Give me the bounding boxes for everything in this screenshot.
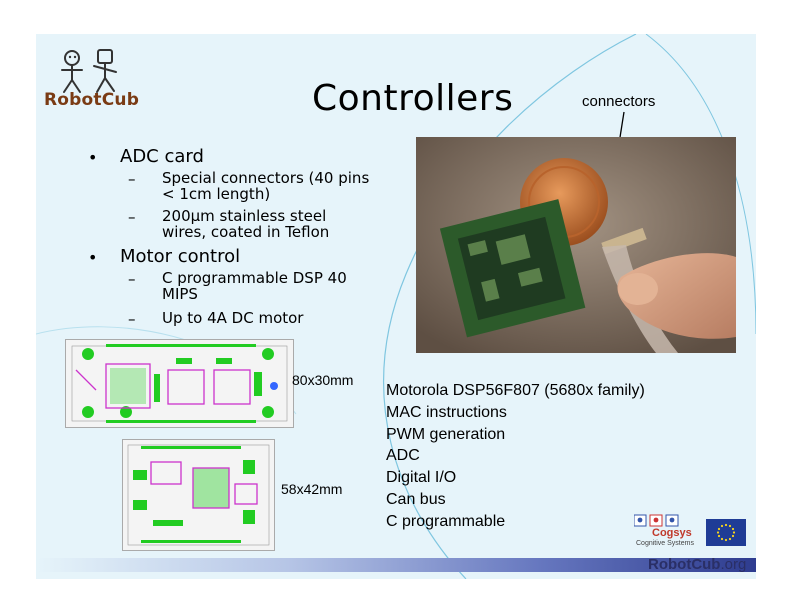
spec-item: Digital I/O — [386, 469, 457, 487]
bullet-adc-card: ADC card — [120, 146, 204, 167]
footer-gradient-bar — [36, 558, 756, 572]
sub-bullet-dsp-line2: MIPS — [162, 285, 198, 303]
spec-item: ADC — [386, 447, 420, 465]
dash-marker: – — [128, 170, 136, 188]
controller-board-photo — [416, 137, 736, 353]
spec-item: Motorola DSP56F807 (5680x family) — [386, 382, 645, 399]
cogsys-logo-icon — [634, 514, 679, 527]
slide: RobotCub Controllers connectors • ADC ca… — [36, 34, 756, 579]
footer-brand-name: RobotCub — [648, 556, 721, 573]
sub-bullet-wires-line2: wires, coated in Teflon — [162, 223, 330, 241]
pcb-layout-80x30 — [65, 339, 294, 428]
slide-title: Controllers — [312, 78, 514, 119]
robotcub-logo-text: RobotCub — [44, 90, 140, 110]
pcb-layout-58x42 — [122, 439, 275, 551]
footer-brand-tld: .org — [720, 556, 747, 573]
sub-bullet-connectors-line1: Special connectors (40 pins — [162, 169, 370, 187]
bullet-marker: • — [88, 248, 98, 267]
robotcub-logo-figures — [61, 49, 117, 93]
dash-marker: – — [128, 208, 136, 226]
board-dimension-80x30: 80x30mm — [292, 372, 354, 388]
cogsys-name: Cogsys — [652, 527, 692, 539]
footer-brand: RobotCub.org — [648, 556, 746, 573]
spec-item: PWM generation — [386, 425, 506, 443]
dsp-spec-list: Motorola DSP56F807 (5680x family) MAC in… — [386, 380, 645, 533]
dash-marker: – — [128, 310, 136, 328]
eu-flag-icon — [706, 519, 746, 546]
dash-marker: – — [128, 270, 136, 288]
sub-bullet-connectors-line2: < 1cm length) — [162, 185, 271, 203]
cogsys-subtitle: Cognitive Systems — [636, 540, 694, 547]
connectors-callout-label: connectors — [582, 93, 656, 110]
bullet-marker: • — [88, 148, 98, 167]
bullet-motor-control: Motor control — [120, 246, 241, 267]
sub-bullet-dsp-line1: C programmable DSP 40 — [162, 269, 347, 287]
board-dimension-58x42: 58x42mm — [281, 481, 343, 497]
spec-item: MAC instructions — [386, 403, 507, 421]
spec-item: C programmable — [386, 512, 506, 530]
spec-item: Can bus — [386, 490, 446, 508]
sub-bullet-wires-line1: 200µm stainless steel — [162, 207, 327, 225]
sub-bullet-motor: Up to 4A DC motor — [162, 309, 304, 327]
